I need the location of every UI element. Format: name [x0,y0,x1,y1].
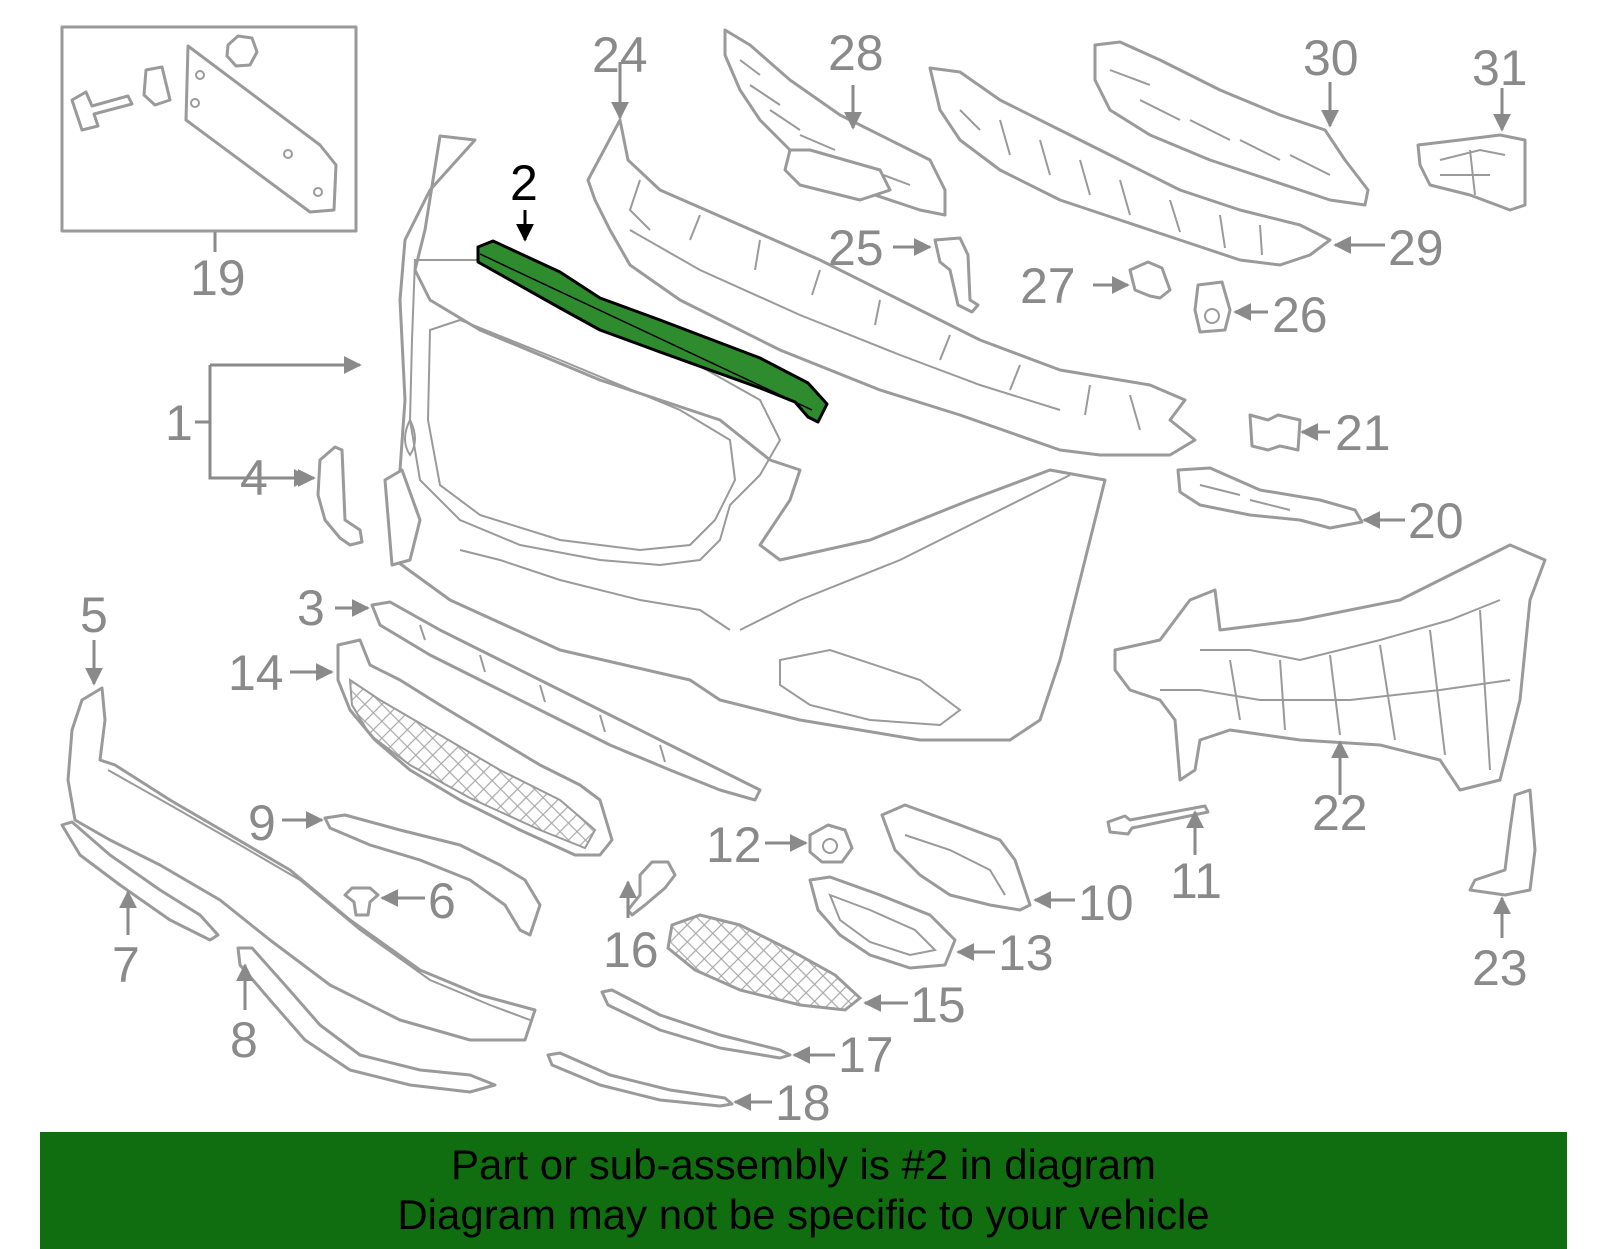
part-27: 27 [1020,258,1172,314]
callout-30: 30 [1303,30,1359,86]
callout-25: 25 [828,220,884,276]
part-6: 6 [343,873,456,929]
part-21: 21 [1248,405,1391,461]
part-1-bumper-cover: 1 [165,134,1107,742]
part-29: 29 [928,66,1444,276]
callout-19: 19 [190,250,246,306]
part-18: 18 [546,1051,831,1131]
callout-22: 22 [1312,785,1368,841]
callout-1: 1 [165,395,193,451]
part-30: 30 [1093,30,1370,207]
part-15-mesh: 15 [666,913,966,1033]
callout-6: 6 [428,873,456,929]
callout-24: 24 [592,27,648,83]
part-17: 17 [600,988,894,1083]
callout-27: 27 [1020,258,1076,314]
part-10: 10 [880,803,1134,931]
info-banner: Part or sub-assembly is #2 in diagram Di… [40,1132,1567,1249]
callout-4: 4 [240,450,268,506]
callout-11: 11 [1170,853,1222,909]
part-13: 13 [808,875,1054,981]
part-28: 28 [723,25,947,217]
callout-18: 18 [775,1075,831,1131]
callout-17: 17 [838,1027,894,1083]
callout-28: 28 [828,25,884,81]
banner-line-1: Part or sub-assembly is #2 in diagram [451,1141,1156,1188]
part-20: 20 [1176,466,1464,549]
callout-14: 14 [228,645,284,701]
callout-9: 9 [248,795,276,851]
callout-15: 15 [910,977,966,1033]
callout-31: 31 [1472,40,1528,96]
part-26: 26 [1193,280,1328,343]
part-5-lower-trim: 5 [66,587,537,1042]
part-24-carrier: 24 [586,27,1197,457]
callout-21: 21 [1335,405,1391,461]
part-22: 22 [1113,543,1547,841]
callout-7: 7 [112,937,140,993]
callout-29: 29 [1388,220,1444,276]
callout-10: 10 [1078,875,1134,931]
callout-13: 13 [998,925,1054,981]
part-8: 8 [230,946,497,1094]
part-7: 7 [60,820,220,993]
callout-26: 26 [1272,287,1328,343]
callout-12: 12 [706,817,762,873]
callout-20: 20 [1408,493,1464,549]
part-11: 11 [1106,804,1222,909]
part-31: 31 [1416,40,1528,212]
part-23: 23 [1468,788,1537,996]
callout-23: 23 [1472,940,1528,996]
part-3: 3 [297,580,762,802]
callout-5: 5 [80,587,108,643]
part-14-grille: 14 [228,638,614,857]
part-19-inset: 19 [60,25,358,306]
part-25: 25 [828,220,980,314]
callout-2: 2 [510,155,538,211]
banner-line-2: Diagram may not be specific to your vehi… [397,1191,1210,1238]
callout-16: 16 [603,922,659,978]
part-16: 16 [603,860,677,978]
part-9: 9 [248,795,542,937]
callout-8: 8 [230,1012,258,1068]
part-2-highlighted: 2 [476,155,829,424]
part-12: 12 [706,817,854,873]
callout-3: 3 [297,580,325,636]
part-4: 4 [240,445,364,547]
